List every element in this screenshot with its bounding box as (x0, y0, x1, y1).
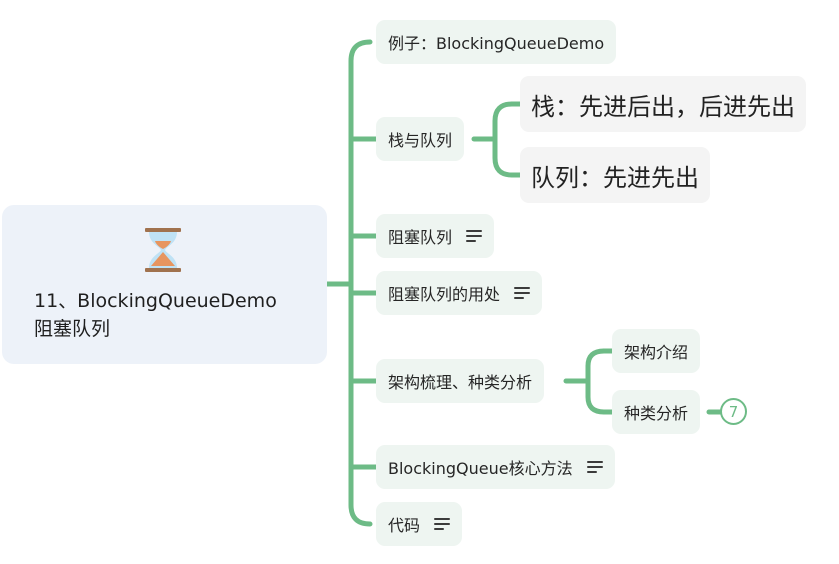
subtopic-label: 种类分析 (624, 404, 689, 423)
subtopic-label: 架构介绍 (624, 343, 689, 362)
notes-icon[interactable] (514, 287, 531, 299)
notes-icon[interactable] (586, 461, 603, 473)
branch-label: 栈与队列 (388, 131, 453, 150)
branch-label: 代码 (388, 516, 421, 535)
root-title-line2: 阻塞队列 (34, 317, 111, 340)
branch-architecture-types[interactable]: 架构梳理、种类分析 (376, 359, 545, 403)
root-title-line1: 11、BlockingQueueDemo (34, 289, 277, 312)
leaf-stack[interactable]: 栈：先进后出，后进先出 (520, 76, 806, 132)
branch-stack-and-queue[interactable]: 栈与队列 (376, 117, 465, 161)
notes-icon[interactable] (466, 230, 483, 242)
branch-example[interactable]: 例子：BlockingQueueDemo (376, 20, 617, 64)
branch-blocking-queue-uses[interactable]: 阻塞队列的用处 (376, 271, 543, 315)
branch-blocking-queue[interactable]: 阻塞队列 (376, 214, 495, 258)
branch-label: 例子：BlockingQueueDemo (388, 34, 605, 53)
collapsed-count-badge[interactable]: 7 (720, 398, 747, 425)
leaf-label: 队列：先进先出 (531, 163, 699, 192)
branch-code[interactable]: 代码 (376, 502, 463, 546)
leaf-label: 栈：先进后出，后进先出 (531, 92, 795, 121)
hourglass-icon (143, 227, 183, 277)
leaf-queue[interactable]: 队列：先进先出 (520, 147, 710, 203)
notes-icon[interactable] (434, 518, 451, 530)
subtopic-architecture[interactable]: 架构介绍 (612, 329, 701, 373)
branch-label: 阻塞队列 (388, 228, 453, 247)
branch-core-methods[interactable]: BlockingQueue核心方法 (376, 445, 615, 489)
branch-label: 架构梳理、种类分析 (388, 373, 533, 392)
root-topic[interactable]: 11、BlockingQueueDemo 阻塞队列 (2, 205, 327, 364)
branch-label: BlockingQueue核心方法 (388, 459, 573, 478)
subtopic-types[interactable]: 种类分析 (612, 390, 701, 434)
branch-label: 阻塞队列的用处 (388, 285, 501, 304)
